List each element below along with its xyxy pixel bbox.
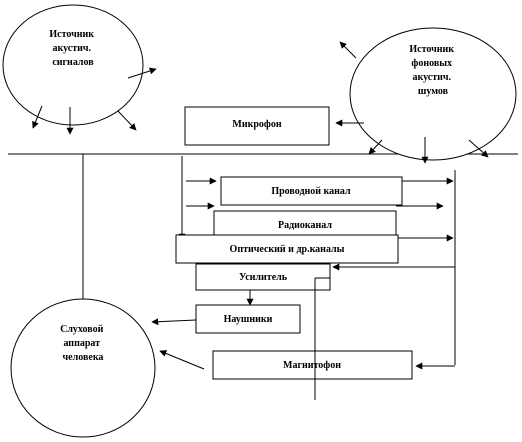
source-signals-label-2: акустич. — [52, 43, 91, 54]
amplifier-box — [195, 263, 331, 291]
optical-channels-label: Оптический и др.каналы — [230, 244, 345, 255]
signal-arrow-down-left — [32, 105, 43, 129]
source-signals-label-3: сигналов — [52, 57, 94, 68]
signal-arrow-right — [127, 67, 157, 79]
radio-channel-box — [213, 210, 397, 240]
headphones-node: Наушники — [195, 304, 301, 334]
svg-text:Источник акустич.: Источник акустич. сигналов — [49, 29, 96, 68]
optical-channels-node: Оптический и др.каналы — [175, 234, 399, 264]
source-noise-ellipse — [349, 27, 517, 161]
radio-channel-label: Радиоканал — [278, 220, 332, 231]
source-signals-node: Источник акустич. сигналов — [2, 4, 144, 126]
amplifier-label: Усилитель — [239, 272, 288, 283]
source-noise-label-3: акустич. — [412, 72, 451, 83]
wired-channel-box — [220, 176, 403, 206]
headphones-to-hearing-arrow — [151, 318, 197, 326]
noise-arrow-down-left — [368, 139, 383, 155]
radio-channel-node: Радиоканал — [213, 210, 397, 240]
microphone-box — [184, 106, 330, 146]
microphone-label: Микрофон — [232, 119, 281, 130]
signal-arrow-down-right — [117, 110, 137, 131]
headphones-box — [195, 304, 301, 334]
source-noise-label-1: Источник — [409, 44, 454, 55]
optical-channels-box — [175, 234, 399, 264]
source-signals-ellipse — [2, 4, 144, 126]
source-noise-label-2: фоновых — [411, 58, 452, 69]
noise-arrow-down-right — [468, 139, 489, 158]
svg-text:Слуховой аппарат ч: Слуховой аппарат человека — [60, 324, 106, 363]
headphones-label: Наушники — [224, 314, 273, 325]
amplifier-node: Усилитель — [195, 263, 331, 291]
source-noise-label-4: шумов — [418, 86, 449, 97]
human-hearing-label-2: аппарат — [63, 338, 100, 349]
human-hearing-ellipse — [10, 298, 156, 438]
recorder-to-hearing-arrow — [159, 350, 205, 370]
human-hearing-label-3: человека — [63, 352, 104, 363]
source-noise-node: Источник фоновых акустич. шумов — [349, 27, 517, 161]
svg-text:Источник фоновых а: Источник фоновых акустич. шумов — [409, 44, 456, 97]
wired-channel-label: Проводной канал — [271, 186, 351, 197]
wired-channel-node: Проводной канал — [220, 176, 403, 206]
recorder-node: Магнитофон — [212, 350, 413, 380]
human-hearing-node: Слуховой аппарат человека — [10, 298, 156, 438]
source-signals-label-1: Источник — [49, 29, 94, 40]
noise-arrow-up-left — [339, 41, 357, 59]
recorder-box — [212, 350, 413, 380]
human-hearing-label-1: Слуховой — [60, 324, 104, 335]
microphone-node: Микрофон — [184, 106, 330, 146]
recorder-label: Магнитофон — [283, 360, 341, 371]
